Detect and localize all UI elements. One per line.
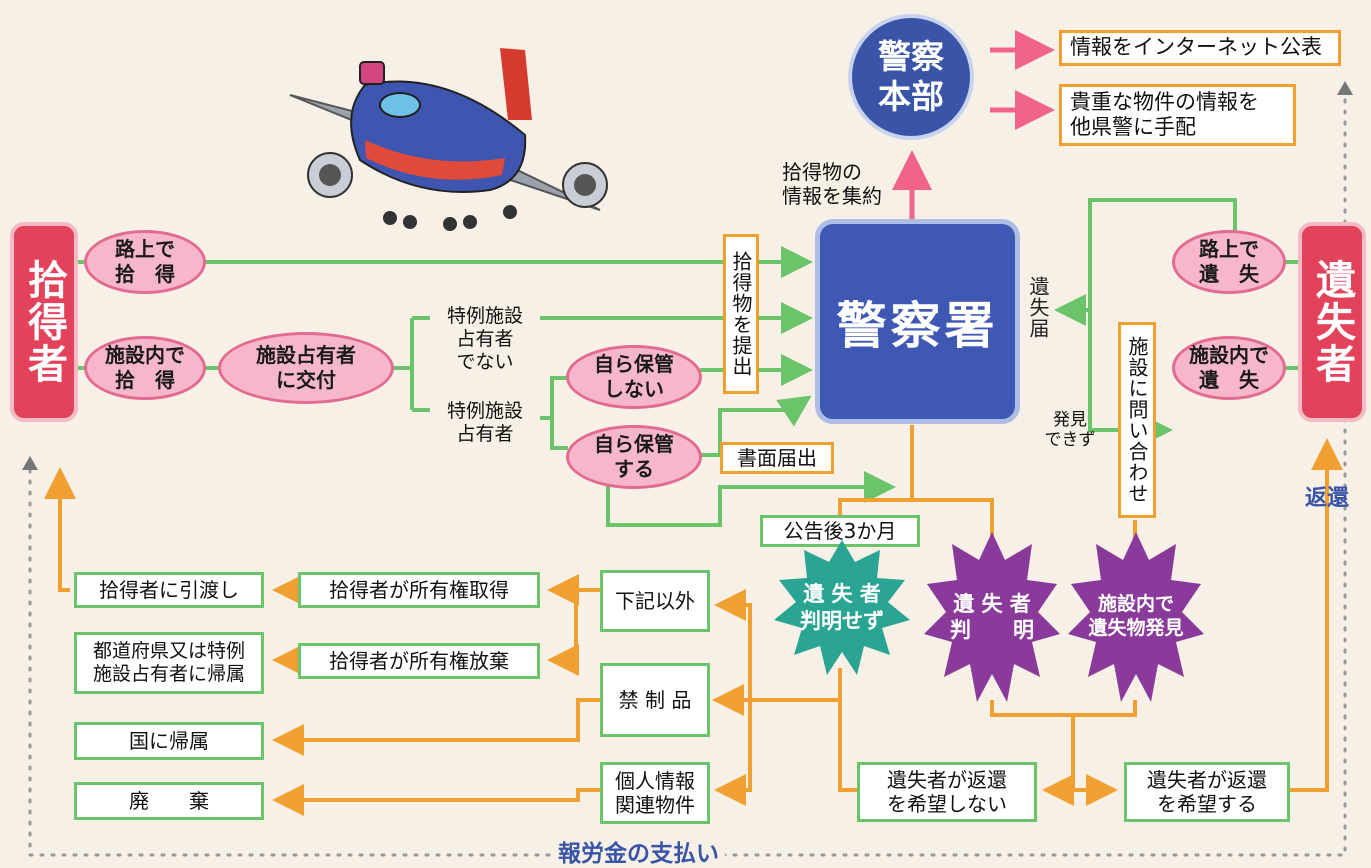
reward-payment: 報労金の支払い xyxy=(552,834,725,868)
police-station: 警察署 xyxy=(815,219,1020,424)
return-label: 返還 xyxy=(1305,486,1350,511)
oval-found-road: 路上で 拾 得 xyxy=(84,230,206,294)
oval-found-facility: 施設内で 拾 得 xyxy=(84,336,206,400)
inquiry-facility: 施設に問い合わせ xyxy=(1118,322,1156,518)
hq-output-internet: 情報をインターネット公表 xyxy=(1059,30,1341,66)
star-unknown-shape xyxy=(774,540,910,675)
oval-lost-road: 路上で 遺 失 xyxy=(1172,230,1286,294)
star-known-shape xyxy=(924,532,1060,702)
loser-box: 遺失者 xyxy=(1298,222,1366,422)
oval-handover-facility: 施設占有者 に交付 xyxy=(218,332,394,404)
police-hq: 警察 本部 xyxy=(848,14,974,140)
finder-box: 拾得者 xyxy=(10,222,78,422)
written-notice: 書面届出 xyxy=(720,442,834,474)
not-found-label: 発見 できず xyxy=(1044,410,1096,451)
airplane-illustration xyxy=(289,48,608,231)
result-disposal: 廃 棄 xyxy=(74,782,264,820)
result-finder-acquires: 拾得者が所有権取得 xyxy=(298,572,540,608)
result-belongs-state: 国に帰属 xyxy=(74,722,264,760)
star-loser-unknown: 遺 失 者 判明せず xyxy=(800,582,884,633)
result-belongs-prefecture: 都道府県又は特例 施設占有者に帰属 xyxy=(74,632,264,694)
star-facility-shape xyxy=(1068,532,1204,702)
result-finder-abandons: 拾得者が所有権放棄 xyxy=(298,643,540,679)
star-loser-known: 遺 失 者 判 明 xyxy=(950,591,1034,642)
hq-output-other-prefectures: 貴重な物件の情報を 他県警に手配 xyxy=(1059,84,1296,146)
submit-found-item: 拾得物を提出 xyxy=(723,234,759,394)
loss-report-label: 遺失届 xyxy=(1026,276,1050,339)
oval-not-store: 自ら保管 しない xyxy=(566,345,702,409)
label-special: 特例施設 占有者 xyxy=(446,400,523,445)
star-found-in-facility: 施設内で 遺失物発見 xyxy=(1088,593,1184,639)
category-prohibited: 禁 制 品 xyxy=(600,663,710,737)
category-other: 下記以外 xyxy=(600,570,710,632)
category-personal-info: 個人情報 関連物件 xyxy=(600,762,710,824)
collect-info-label: 拾得物の 情報を集約 xyxy=(782,160,882,208)
oval-store: 自ら保管 する xyxy=(566,425,702,489)
wish-return: 遺失者が返還 を希望する xyxy=(1124,762,1290,822)
result-hand-to-finder: 拾得者に引渡し xyxy=(74,572,264,608)
wish-no-return: 遺失者が返還 を希望しない xyxy=(857,762,1037,822)
oval-lost-facility: 施設内で 遺 失 xyxy=(1172,336,1286,400)
label-not-special: 特例施設 占有者 でない xyxy=(446,305,523,373)
